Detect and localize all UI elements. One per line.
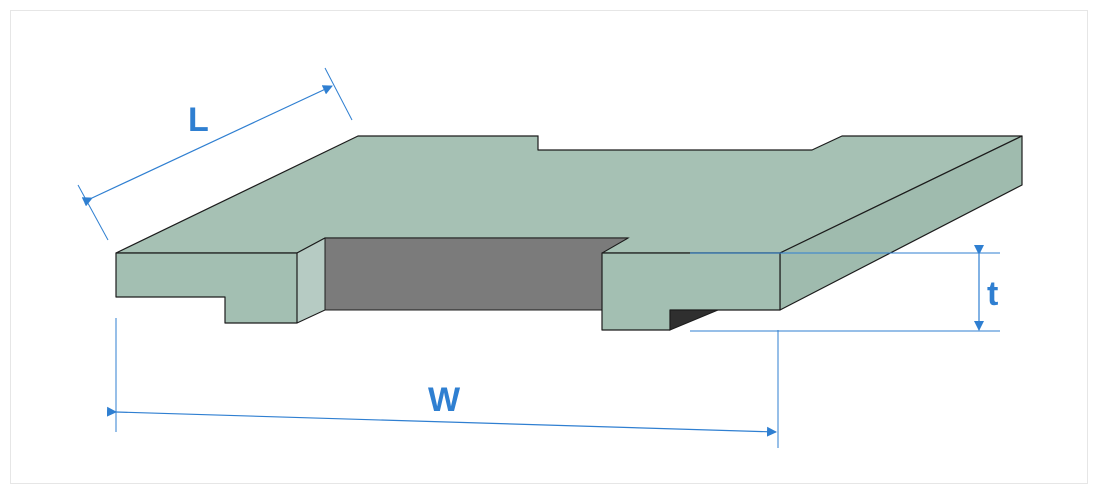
length-extension-line-right	[324, 67, 353, 121]
inner-recess-wall	[324, 237, 630, 311]
left-front-face	[115, 252, 298, 324]
length-dimension: L	[77, 67, 353, 241]
width-label: W	[428, 381, 461, 419]
length-dimension-line	[81, 85, 333, 207]
thickness-label: t	[987, 275, 998, 313]
width-dimension-line	[106, 406, 777, 437]
thickness-dimension: t	[690, 245, 1000, 332]
length-label: L	[188, 101, 209, 139]
left-notch-side	[296, 237, 326, 324]
right-underside-shadow	[669, 309, 719, 331]
width-dimension: W	[106, 318, 779, 448]
